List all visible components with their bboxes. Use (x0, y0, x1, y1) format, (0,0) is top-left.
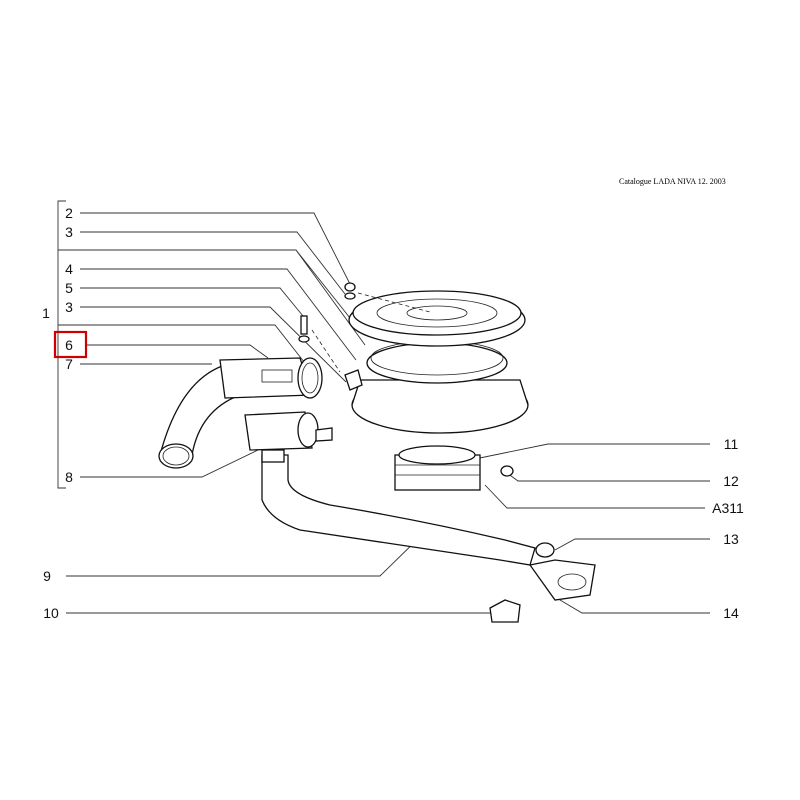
callout-labels: 1 2 3 4 5 3 6 7 8 9 10 11 12 A311 13 14 (42, 205, 744, 621)
callout-7: 7 (65, 356, 73, 372)
air-filter-housing-icon (348, 290, 529, 491)
bolt-5-icon (298, 315, 341, 373)
callout-1: 1 (42, 305, 50, 321)
flange-13-14-icon (528, 542, 596, 601)
clamp-10-icon (489, 599, 521, 623)
callout-10: 10 (43, 605, 59, 621)
callout-3a: 3 (65, 224, 73, 240)
callout-6-highlight (53, 330, 88, 359)
callout-9: 9 (43, 568, 51, 584)
nut-washer-2-3-icon (344, 282, 431, 313)
callout-13: 13 (723, 531, 739, 547)
callout-8: 8 (65, 469, 73, 485)
catalogue-header: Catalogue LADA NIVA 12. 2003 (619, 177, 726, 186)
group-bracket (57, 200, 366, 489)
callout-2: 2 (65, 205, 73, 221)
hose-9-icon (261, 454, 536, 566)
callout-11: 11 (724, 436, 739, 452)
callout-5: 5 (65, 280, 73, 296)
nut-12-icon (500, 465, 514, 477)
valve-housing-8-icon (244, 411, 333, 463)
callout-14: 14 (723, 605, 739, 621)
callout-12: 12 (723, 473, 739, 489)
callout-3b: 3 (65, 299, 73, 315)
callout-a311: A311 (712, 500, 744, 516)
thermostat-housing-6-icon (219, 357, 323, 399)
leader-lines (66, 212, 710, 614)
callout-6[interactable]: 6 (65, 337, 73, 353)
clip-4-icon (344, 369, 363, 391)
callout-4: 4 (65, 261, 73, 277)
